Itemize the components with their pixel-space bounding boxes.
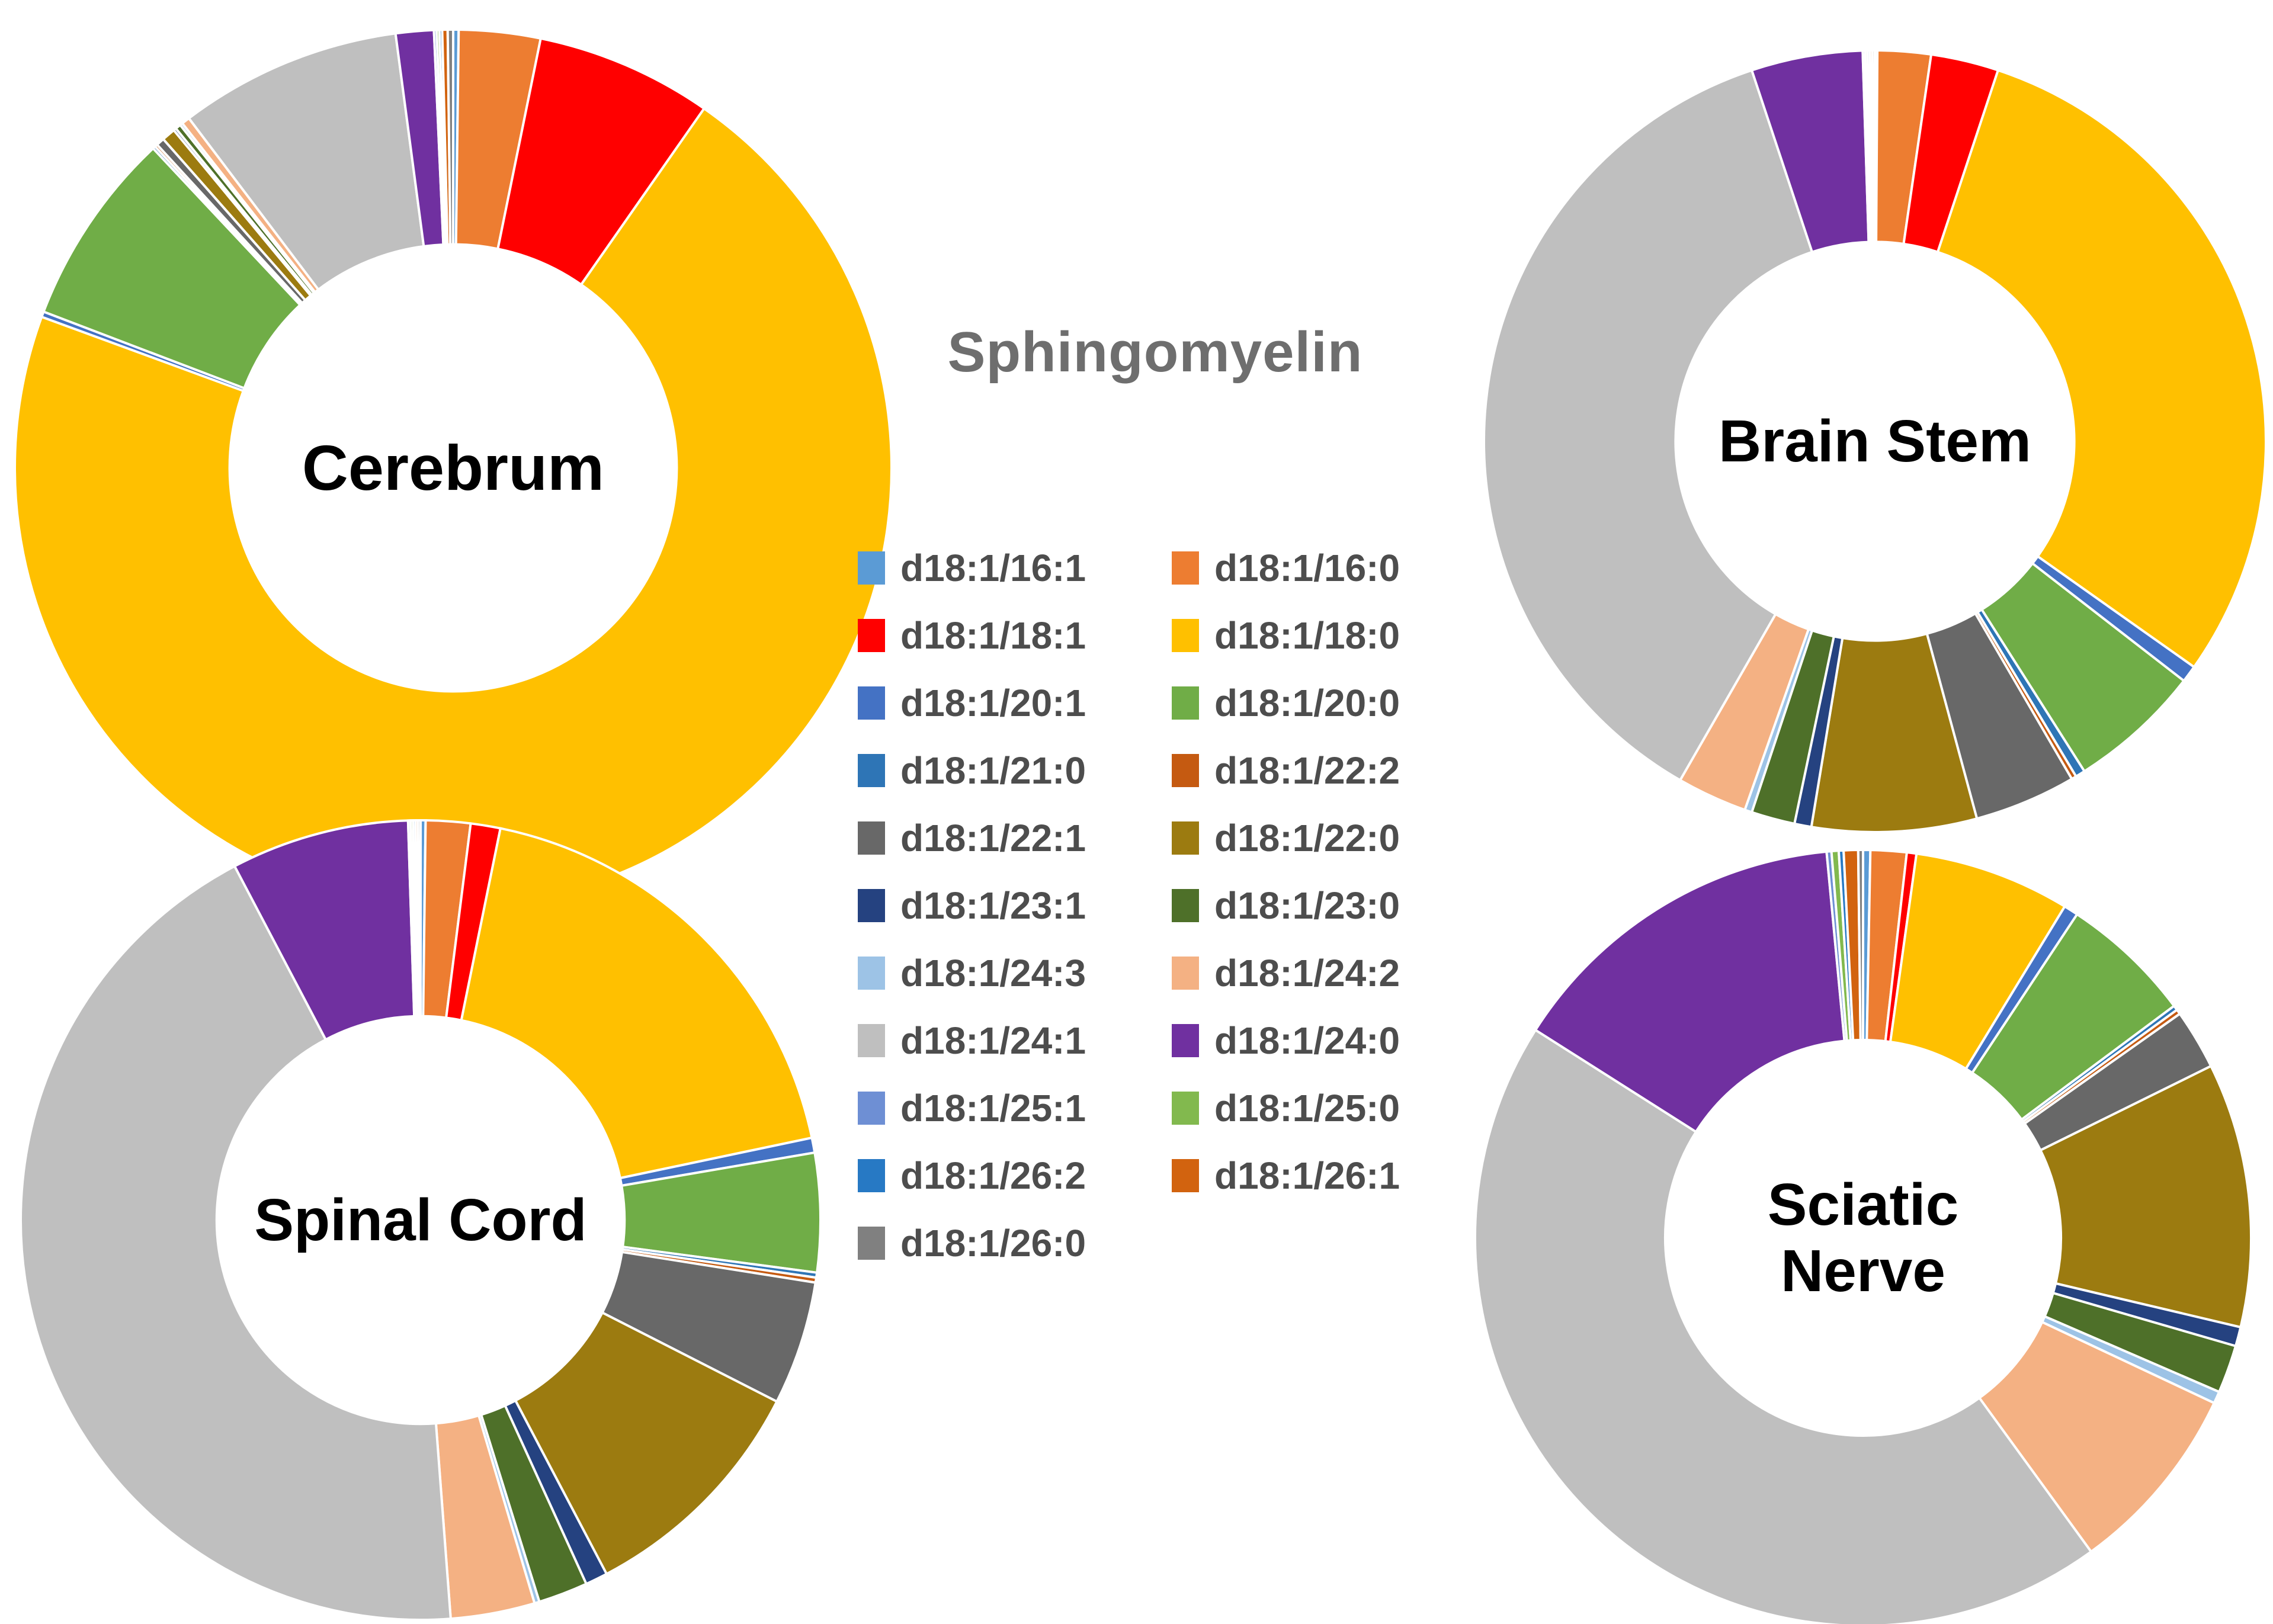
legend-label: d18:1/25:0 bbox=[1214, 1087, 1400, 1129]
slice-sciatic-nerve-d18:1/22:0 bbox=[2038, 1064, 2252, 1329]
legend-swatch-d18:1/16:0 bbox=[1172, 551, 1199, 585]
legend-label: d18:1/16:1 bbox=[900, 547, 1086, 589]
legend-label: d18:1/22:1 bbox=[900, 817, 1086, 859]
legend-label: d18:1/20:0 bbox=[1214, 682, 1400, 724]
legend-swatch-d18:1/24:1 bbox=[858, 1024, 885, 1057]
legend-swatch-d18:1/22:1 bbox=[858, 821, 885, 855]
legend-label: d18:1/18:0 bbox=[1214, 614, 1400, 657]
legend-label: d18:1/22:0 bbox=[1214, 817, 1400, 859]
slice-brain-stem-d18:1/24:1 bbox=[1483, 69, 1814, 782]
legend-item: d18:1/26:2 bbox=[858, 1150, 1172, 1202]
legend-swatch-d18:1/20:1 bbox=[858, 686, 885, 720]
legend-swatch-d18:1/25:0 bbox=[1172, 1092, 1199, 1125]
legend-swatch-d18:1/22:2 bbox=[1172, 754, 1199, 787]
slice-sciatic-nerve-d18:1/26:0 bbox=[1857, 848, 1864, 1042]
legend-item: d18:1/24:0 bbox=[1172, 1015, 1486, 1067]
legend-title: Sphingomyelin bbox=[947, 320, 1363, 384]
legend-label: d18:1/20:1 bbox=[900, 682, 1086, 724]
legend-item: d18:1/16:0 bbox=[1172, 542, 1486, 594]
legend-item: d18:1/20:0 bbox=[1172, 677, 1486, 729]
legend-label: d18:1/23:0 bbox=[1214, 884, 1400, 927]
legend-item: d18:1/24:3 bbox=[858, 947, 1172, 999]
legend-swatch-d18:1/26:1 bbox=[1172, 1159, 1199, 1192]
legend-swatch-d18:1/24:0 bbox=[1172, 1024, 1199, 1057]
slice-spinal-cord-d18:1/26:0 bbox=[416, 819, 422, 1018]
legend-label: d18:1/22:2 bbox=[1214, 749, 1400, 792]
slice-spinal-cord-d18:1/18:0 bbox=[460, 827, 813, 1180]
legend-label: d18:1/25:1 bbox=[900, 1087, 1086, 1129]
legend-item: d18:1/22:0 bbox=[1172, 812, 1486, 864]
legend-label: d18:1/24:1 bbox=[900, 1019, 1086, 1062]
legend-item: d18:1/23:0 bbox=[1172, 880, 1486, 932]
legend-label: d18:1/21:0 bbox=[900, 749, 1086, 792]
legend-label: d18:1/16:0 bbox=[1214, 547, 1400, 589]
legend-item: d18:1/22:1 bbox=[858, 812, 1172, 864]
legend-item: d18:1/25:1 bbox=[858, 1082, 1172, 1134]
legend-label: d18:1/24:3 bbox=[900, 952, 1086, 994]
legend-label: d18:1/26:1 bbox=[1214, 1154, 1400, 1197]
legend-label: d18:1/23:1 bbox=[900, 884, 1086, 927]
slice-spinal-cord-d18:1/22:0 bbox=[514, 1311, 779, 1576]
legend-label: d18:1/24:0 bbox=[1214, 1019, 1400, 1062]
legend: d18:1/16:1 d18:1/16:0 d18:1/18:1 d18:1/18:0… bbox=[858, 542, 1486, 1269]
slice-spinal-cord-d18:1/24:1 bbox=[20, 864, 452, 1621]
legend-swatch-d18:1/24:3 bbox=[858, 957, 885, 990]
legend-item: d18:1/20:1 bbox=[858, 677, 1172, 729]
legend-swatch-d18:1/16:1 bbox=[858, 551, 885, 585]
legend-item: d18:1/25:0 bbox=[1172, 1082, 1486, 1134]
legend-swatch-d18:1/22:0 bbox=[1172, 821, 1199, 855]
legend-label: d18:1/26:0 bbox=[900, 1222, 1086, 1264]
legend-item: d18:1/23:1 bbox=[858, 880, 1172, 932]
legend-item: d18:1/16:1 bbox=[858, 542, 1172, 594]
legend-label: d18:1/24:2 bbox=[1214, 952, 1400, 994]
legend-item: d18:1/22:2 bbox=[1172, 744, 1486, 797]
legend-label: d18:1/26:2 bbox=[900, 1154, 1086, 1197]
slice-brain-stem-d18:1/18:0 bbox=[1936, 69, 2267, 669]
slice-sciatic-nerve-d18:1/24:1 bbox=[1474, 1028, 2093, 1624]
slice-cerebrum-d18:1/26:0 bbox=[446, 28, 454, 246]
legend-item: d18:1/26:1 bbox=[1172, 1150, 1486, 1202]
legend-item: d18:1/24:2 bbox=[1172, 947, 1486, 999]
legend-item: d18:1/26:0 bbox=[858, 1217, 1172, 1269]
legend-item: d18:1/18:1 bbox=[858, 609, 1172, 662]
legend-swatch-d18:1/24:2 bbox=[1172, 957, 1199, 990]
slice-cerebrum-d18:1/18:0 bbox=[14, 107, 893, 908]
donut-spinal-cord bbox=[20, 819, 822, 1621]
legend-label: d18:1/18:1 bbox=[900, 614, 1086, 657]
slice-brain-stem-d18:1/26:0 bbox=[1871, 49, 1876, 243]
slice-sciatic-nerve-d18:1/24:0 bbox=[1534, 850, 1846, 1134]
legend-swatch-d18:1/18:0 bbox=[1172, 619, 1199, 652]
legend-swatch-d18:1/26:2 bbox=[858, 1159, 885, 1192]
legend-swatch-d18:1/23:0 bbox=[1172, 889, 1199, 922]
donut-sciatic-nerve bbox=[1474, 848, 2252, 1624]
legend-swatch-d18:1/23:1 bbox=[858, 889, 885, 922]
legend-item: d18:1/21:0 bbox=[858, 744, 1172, 797]
legend-swatch-d18:1/25:1 bbox=[858, 1092, 885, 1125]
legend-item: d18:1/18:0 bbox=[1172, 609, 1486, 662]
donut-brain-stem bbox=[1483, 49, 2267, 833]
legend-swatch-d18:1/21:0 bbox=[858, 754, 885, 787]
legend-item: d18:1/24:1 bbox=[858, 1015, 1172, 1067]
donut-cerebrum bbox=[14, 28, 893, 908]
legend-swatch-d18:1/20:0 bbox=[1172, 686, 1199, 720]
legend-swatch-d18:1/18:1 bbox=[858, 619, 885, 652]
legend-swatch-d18:1/26:0 bbox=[858, 1227, 885, 1260]
